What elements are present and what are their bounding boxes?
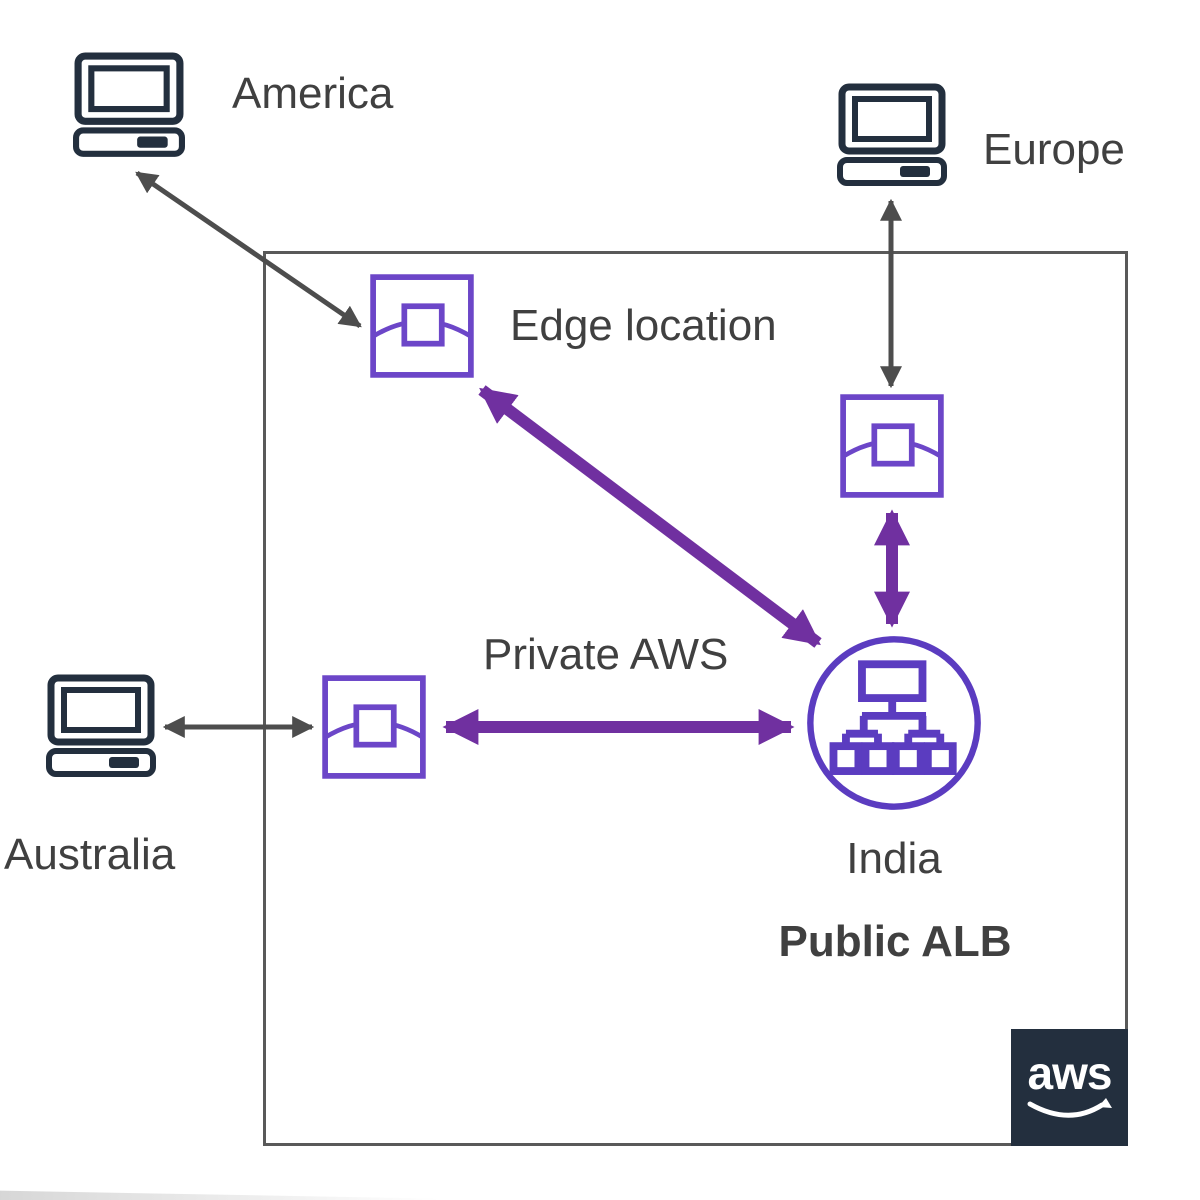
aws-smile-icon — [1027, 1097, 1112, 1118]
america-client — [73, 52, 185, 159]
edge-location-east — [840, 394, 944, 498]
load-balancer-icon — [807, 636, 981, 810]
edge-location-icon — [840, 394, 944, 498]
edge-location-icon — [322, 675, 426, 779]
public-alb-node — [805, 634, 983, 812]
america-label: America — [232, 69, 394, 118]
aws-logo: aws — [1011, 1029, 1128, 1146]
australia-label: Australia — [4, 830, 176, 879]
aws-logo-text: aws — [1027, 1046, 1113, 1099]
aws-cloud-boundary — [263, 251, 1128, 1146]
public-alb-label: Public ALB — [778, 917, 1012, 966]
edge-location-label: Edge location — [510, 301, 777, 350]
computer-icon — [73, 52, 185, 157]
edge-location-west — [322, 675, 426, 779]
page-curl-shadow — [0, 1190, 440, 1200]
edge-location-icon — [370, 274, 474, 378]
europe-label: Europe — [983, 125, 1125, 174]
edge-location-northwest — [370, 274, 474, 378]
india-label: India — [846, 834, 942, 883]
private-aws-label: Private AWS — [483, 630, 729, 679]
computer-icon — [46, 674, 156, 777]
australia-client — [46, 674, 156, 779]
computer-icon — [837, 83, 947, 186]
europe-client — [837, 83, 947, 188]
